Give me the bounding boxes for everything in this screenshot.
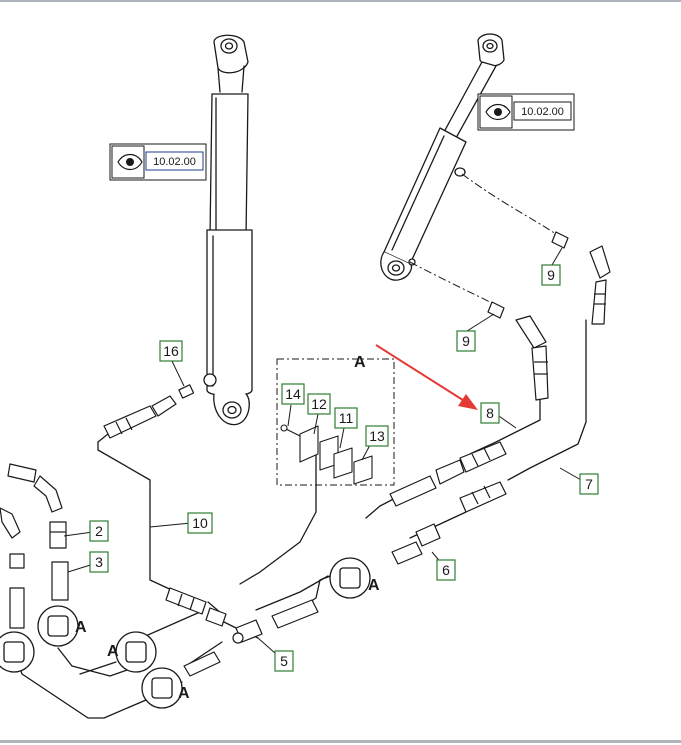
fitting-9-upper bbox=[551, 231, 611, 325]
fitting-9-lower bbox=[487, 301, 549, 401]
reference-box-left[interactable]: 10.02.00 bbox=[109, 143, 207, 181]
section-label-a-4: A bbox=[178, 685, 190, 702]
section-label-a-2: A bbox=[75, 619, 87, 636]
clamp-detail-box bbox=[276, 358, 395, 486]
section-label-a-3: A bbox=[107, 643, 119, 660]
reference-label-right: 10.02.00 bbox=[521, 106, 564, 118]
svg-text:5: 5 bbox=[280, 653, 288, 669]
fitting-7 bbox=[459, 481, 507, 513]
callout-7[interactable]: 7 bbox=[579, 473, 599, 495]
fitting-10 bbox=[165, 587, 227, 627]
section-clamp-3 bbox=[115, 631, 157, 673]
fitting-16 bbox=[103, 384, 195, 439]
callout-14[interactable]: 14 bbox=[281, 383, 305, 405]
reference-box-right[interactable]: 10.02.00 bbox=[477, 93, 575, 131]
eye-icon bbox=[479, 95, 513, 129]
svg-text:3: 3 bbox=[95, 554, 103, 570]
svg-text:8: 8 bbox=[486, 405, 494, 421]
left-cylinder bbox=[203, 34, 253, 426]
section-label-a-1: A bbox=[368, 577, 380, 594]
fitting-6 bbox=[391, 523, 441, 565]
svg-text:11: 11 bbox=[339, 410, 354, 426]
red-arrow bbox=[375, 344, 478, 410]
detail-label-a: A bbox=[354, 354, 366, 371]
svg-text:9: 9 bbox=[462, 333, 470, 349]
callout-10[interactable]: 10 bbox=[187, 512, 213, 534]
callout-16[interactable]: 16 bbox=[159, 340, 183, 362]
callout-8[interactable]: 8 bbox=[480, 402, 500, 424]
svg-text:13: 13 bbox=[369, 428, 385, 444]
fittings-left bbox=[0, 463, 69, 629]
svg-text:9: 9 bbox=[547, 267, 555, 283]
callout-3[interactable]: 3 bbox=[89, 551, 109, 573]
callout-11[interactable]: 11 bbox=[334, 407, 358, 429]
svg-text:12: 12 bbox=[311, 396, 327, 412]
fitting-5 bbox=[183, 599, 319, 677]
svg-text:14: 14 bbox=[285, 386, 301, 402]
callout-12[interactable]: 12 bbox=[307, 393, 331, 415]
callout-5[interactable]: 5 bbox=[274, 650, 294, 672]
callout-9-lower[interactable]: 9 bbox=[456, 330, 476, 352]
svg-text:7: 7 bbox=[585, 476, 593, 492]
svg-text:10: 10 bbox=[192, 515, 208, 531]
section-clamp-4 bbox=[141, 667, 183, 709]
right-cylinder bbox=[380, 33, 505, 281]
svg-text:2: 2 bbox=[95, 523, 103, 539]
section-clamp-2 bbox=[37, 605, 79, 647]
eye-icon bbox=[111, 145, 145, 179]
section-clamp-1 bbox=[329, 557, 371, 599]
reference-label-left: 10.02.00 bbox=[153, 156, 196, 168]
fitting-8 bbox=[389, 441, 507, 507]
svg-text:16: 16 bbox=[163, 343, 179, 359]
callout-6[interactable]: 6 bbox=[436, 559, 456, 581]
callout-9-upper[interactable]: 9 bbox=[541, 264, 561, 286]
callout-13[interactable]: 13 bbox=[365, 425, 389, 447]
callout-2[interactable]: 2 bbox=[89, 520, 109, 542]
section-clamp-5 bbox=[0, 631, 35, 673]
svg-text:6: 6 bbox=[442, 562, 450, 578]
